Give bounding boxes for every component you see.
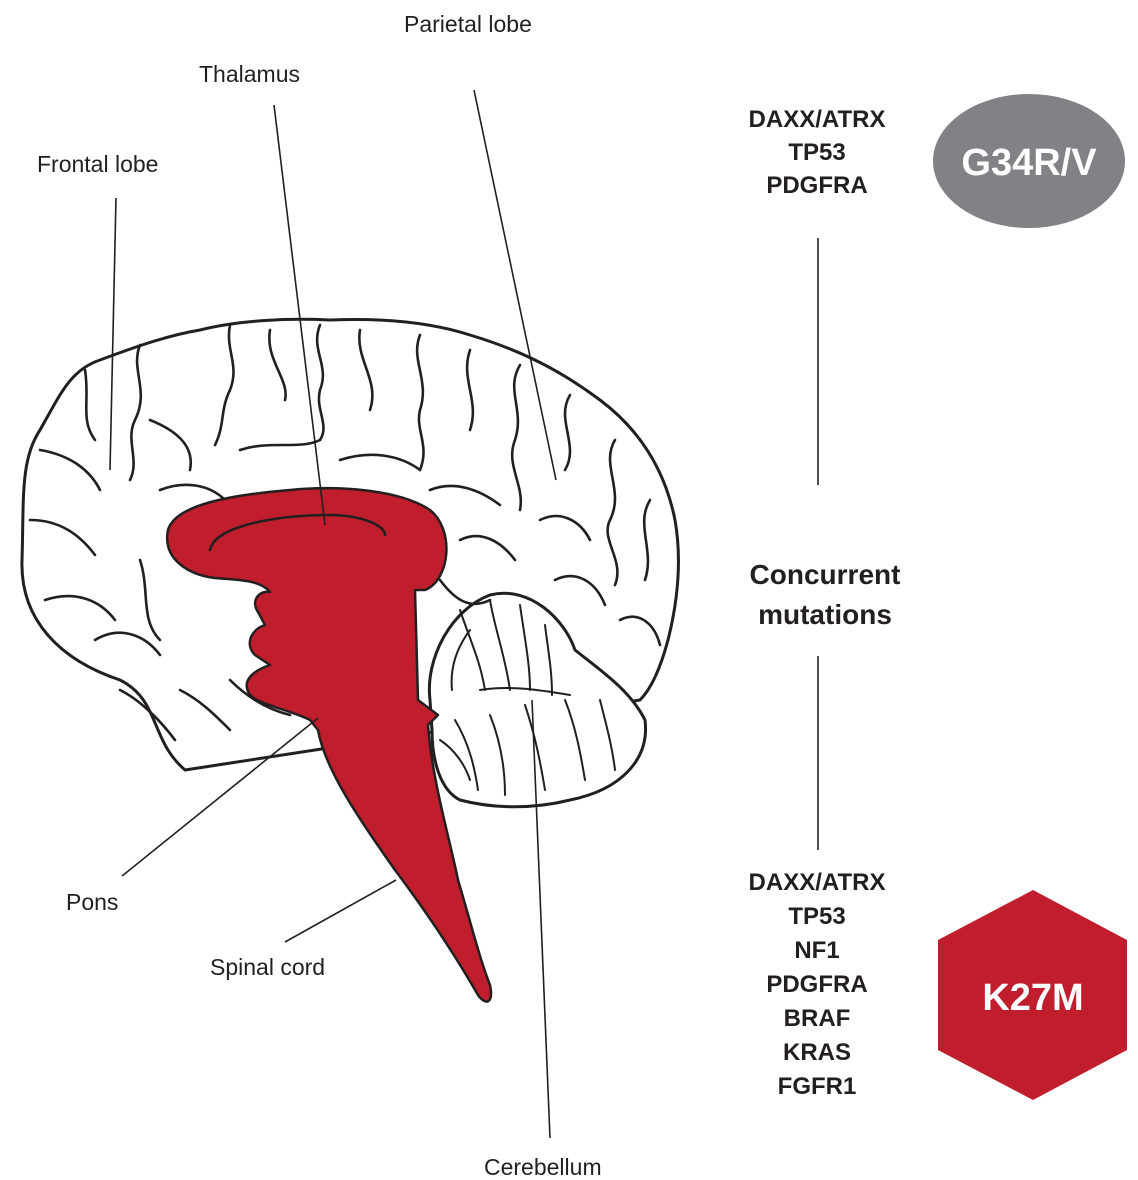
frontal-label: Frontal lobe <box>37 151 158 177</box>
thalamus-label: Thalamus <box>199 61 300 87</box>
g34-gene-1: TP53 <box>788 139 845 166</box>
g34-badge-label: G34R/V <box>961 142 1097 184</box>
k27m-gene-4: BRAF <box>784 1005 851 1032</box>
k27m-badge-label: K27M <box>982 977 1083 1019</box>
g34-gene-2: PDGFRA <box>766 172 867 199</box>
k27m-gene-3: PDGFRA <box>766 971 867 998</box>
k27m-gene-0: DAXX/ATRX <box>749 869 886 896</box>
k27m-gene-6: FGFR1 <box>778 1073 857 1100</box>
concurrent-line2: mutations <box>758 599 892 630</box>
cerebellum-label: Cerebellum <box>484 1154 602 1180</box>
spinal-label: Spinal cord <box>210 954 325 980</box>
k27m-gene-2: NF1 <box>794 937 839 964</box>
spinal-leader <box>285 880 396 942</box>
k27m-gene-1: TP53 <box>788 903 845 930</box>
g34-gene-0: DAXX/ATRX <box>749 106 886 133</box>
concurrent-line1: Concurrent <box>750 559 901 590</box>
parietal-label: Parietal lobe <box>404 11 532 37</box>
k27m-gene-5: KRAS <box>783 1039 851 1066</box>
pons-label: Pons <box>66 889 118 915</box>
